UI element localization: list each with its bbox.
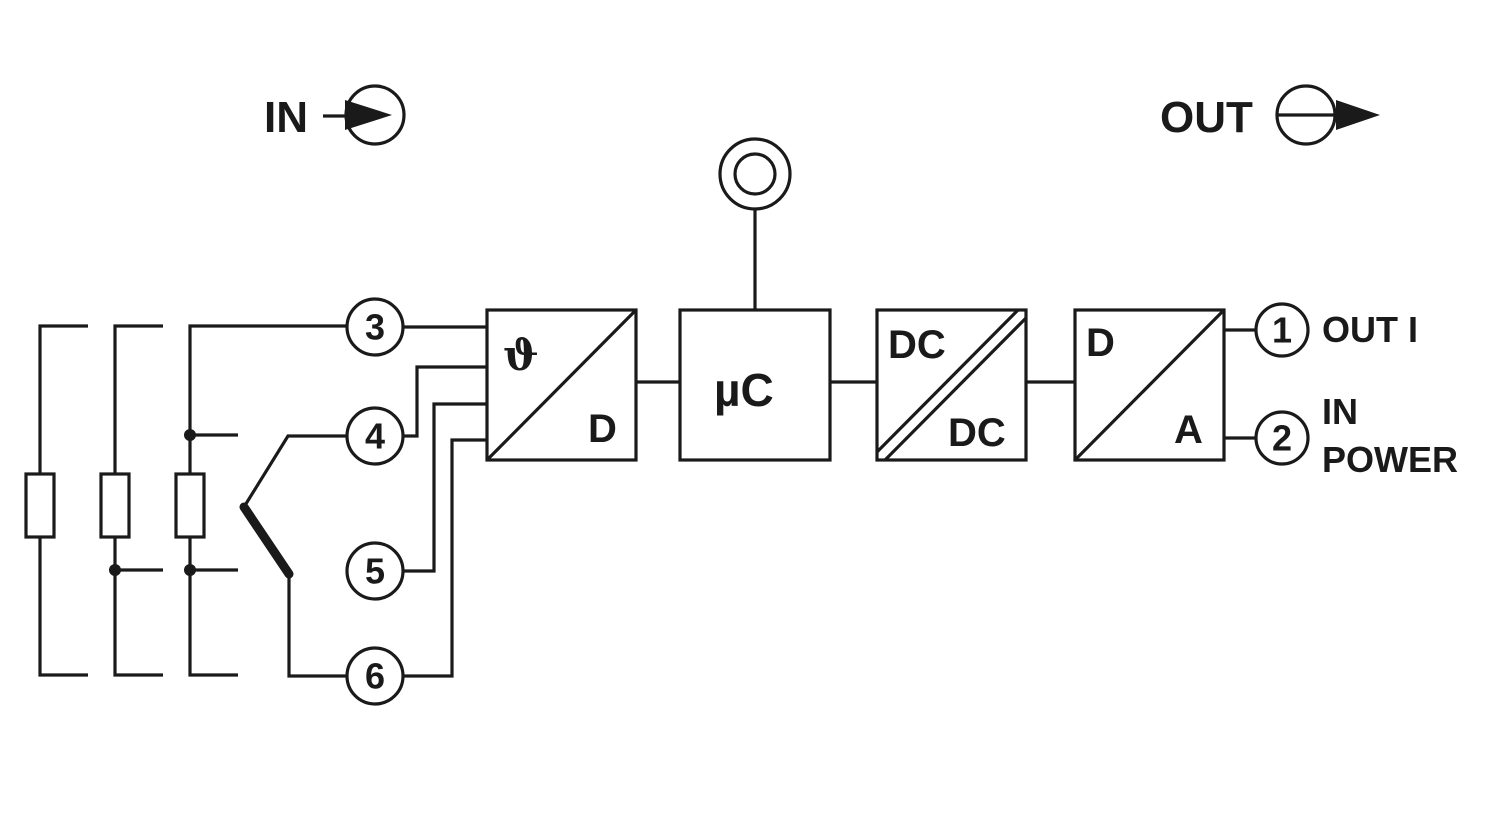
dcdc-box xyxy=(875,308,1028,462)
adc-block: ϑ D xyxy=(485,308,638,462)
resistor-icon xyxy=(174,472,206,539)
dcdc-block: DC DC xyxy=(875,308,1028,462)
out-i-label: OUT I xyxy=(1322,309,1418,350)
junction-dot xyxy=(184,564,196,576)
four-wire-bottom-lead xyxy=(188,537,238,677)
terminal-circle xyxy=(345,406,405,466)
dcdc-divider-1 xyxy=(875,308,1020,454)
dcdc-output-label: DC xyxy=(948,411,1006,455)
terminal-circle xyxy=(345,541,405,601)
thermocouple-lead-bottom xyxy=(287,574,347,678)
input-wiring xyxy=(403,325,487,678)
interface-connector xyxy=(718,137,792,310)
thermocouple-lead-top xyxy=(242,434,347,508)
dcdc-input-label: DC xyxy=(888,323,946,367)
mcu-label: µC xyxy=(714,364,774,416)
sensor-variants xyxy=(24,324,347,678)
resistor-icon xyxy=(99,472,131,539)
terminal-number: 2 xyxy=(1272,418,1292,459)
four-wire-top-lead xyxy=(188,324,347,474)
mcu-box xyxy=(678,308,832,462)
junction-dot xyxy=(109,564,121,576)
terminal-2: 2 xyxy=(1254,410,1310,466)
terminal-number: 4 xyxy=(365,416,385,457)
two-wire-bottom-lead xyxy=(38,537,88,677)
terminal-5: 5 xyxy=(345,541,405,601)
output-indicator: OUT xyxy=(1160,84,1380,146)
out-label: OUT xyxy=(1160,93,1253,142)
dac-digital-label: D xyxy=(1086,321,1115,365)
terminal-circle xyxy=(345,646,405,706)
interface-inner-ring-icon xyxy=(733,152,777,196)
three-wire-top-lead xyxy=(113,324,163,474)
four-wire-sensor xyxy=(174,324,347,677)
terminal-number: 3 xyxy=(365,307,385,348)
wire-terminal-4 xyxy=(403,365,487,438)
temperature-symbol: ϑ xyxy=(503,331,539,380)
two-wire-sensor xyxy=(24,324,88,677)
terminal-4: 4 xyxy=(345,406,405,466)
wire-terminal-6 xyxy=(403,438,487,678)
terminal-circle xyxy=(345,297,405,357)
terminal-6: 6 xyxy=(345,646,405,706)
dac-analog-label: A xyxy=(1174,408,1203,452)
thermocouple-junction-icon xyxy=(239,502,294,579)
dac-block: D A xyxy=(1073,308,1226,462)
input-indicator: IN xyxy=(264,84,406,146)
two-wire-top-lead xyxy=(38,324,88,474)
out-arrow-icon xyxy=(1336,100,1380,130)
in-power-label-line1: IN xyxy=(1322,391,1358,432)
dcdc-divider-2 xyxy=(883,316,1028,462)
adc-digital-label: D xyxy=(588,407,617,451)
microcontroller-block: µC xyxy=(678,308,832,462)
terminal-number: 6 xyxy=(365,656,385,697)
in-power-label-line2: POWER xyxy=(1322,439,1458,480)
terminal-circle xyxy=(1254,302,1310,358)
thermocouple-sensor xyxy=(239,434,347,678)
terminal-number: 5 xyxy=(365,551,385,592)
three-wire-bottom-lead xyxy=(113,537,163,677)
terminal-1: 1 xyxy=(1254,302,1310,358)
three-wire-sensor xyxy=(99,324,163,677)
terminal-circle xyxy=(1254,410,1310,466)
resistor-icon xyxy=(24,472,56,539)
in-arrow-icon xyxy=(345,100,392,130)
junction-dot xyxy=(184,429,196,441)
dac-divider xyxy=(1073,308,1226,462)
terminal-number: 1 xyxy=(1272,310,1292,351)
wire-terminal-5 xyxy=(403,402,487,573)
in-label: IN xyxy=(264,93,308,142)
terminal-3: 3 xyxy=(345,297,405,357)
adc-divider xyxy=(485,308,638,462)
